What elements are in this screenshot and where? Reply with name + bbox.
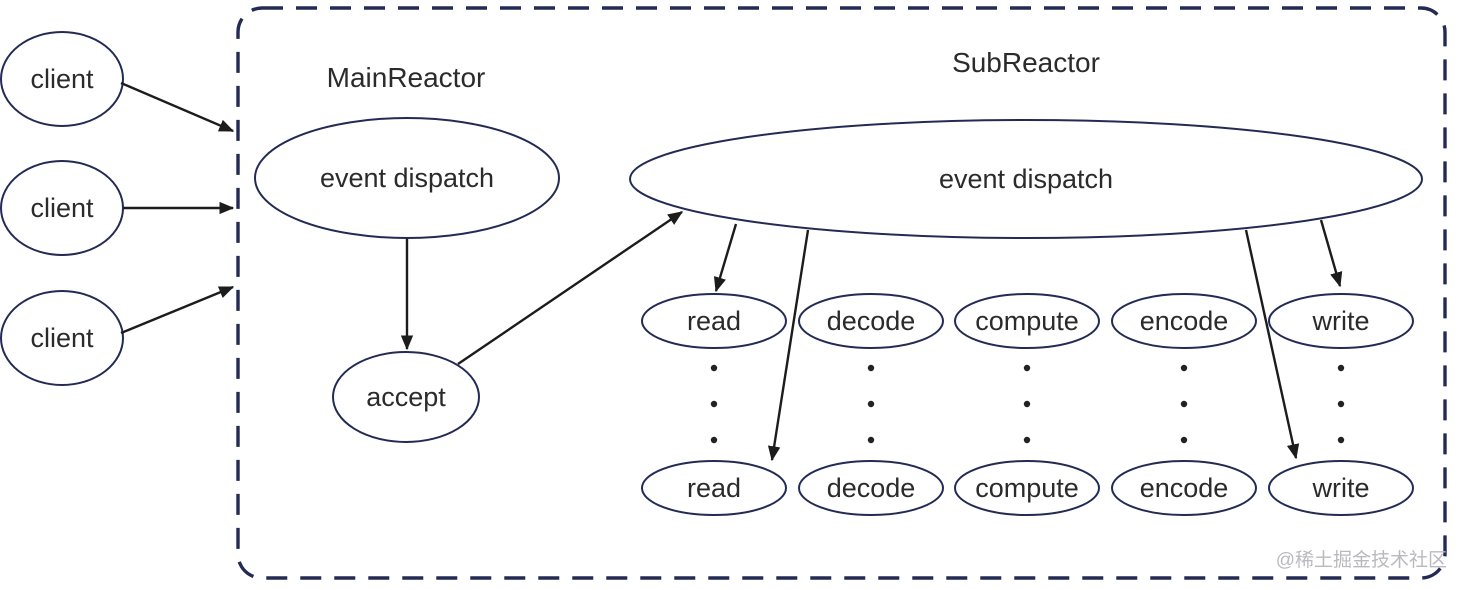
handler-node-decode-top: decode bbox=[798, 293, 944, 349]
watermark: @稀土掘金技术社区 bbox=[1276, 549, 1447, 571]
main-event-dispatch-node: event dispatch bbox=[254, 117, 560, 239]
handler-node-encode-bottom: encode bbox=[1111, 460, 1257, 516]
handler-node-read-top: read bbox=[641, 293, 787, 349]
main-event-dispatch-ellipse bbox=[254, 117, 560, 239]
compute-bottom-ellipse bbox=[954, 460, 1100, 516]
dot bbox=[867, 364, 875, 372]
client-3-ellipse bbox=[0, 290, 124, 386]
sub-event-dispatch-ellipse bbox=[629, 119, 1423, 239]
decode-top-ellipse bbox=[798, 293, 944, 349]
dot bbox=[1023, 400, 1031, 408]
dot bbox=[710, 400, 718, 408]
compute-top-ellipse bbox=[954, 293, 1100, 349]
handler-node-decode-bottom: decode bbox=[798, 460, 944, 516]
read-top-ellipse bbox=[641, 293, 787, 349]
read-bottom-ellipse bbox=[641, 460, 787, 516]
arrow-subdispatch-to-read-top bbox=[713, 223, 738, 293]
handler-row-top: read decode compute encode write bbox=[641, 293, 1414, 349]
read-top-label: read bbox=[687, 306, 741, 336]
write-top-ellipse bbox=[1268, 293, 1414, 349]
handler-row-bottom: read decode compute encode write bbox=[641, 460, 1414, 516]
dot bbox=[867, 400, 875, 408]
write-top-label: write bbox=[1311, 306, 1369, 336]
dot bbox=[1337, 364, 1345, 372]
sub-event-dispatch-node: event dispatch bbox=[629, 119, 1423, 239]
handler-node-encode-top: encode bbox=[1111, 293, 1257, 349]
decode-bottom-label: decode bbox=[827, 473, 916, 503]
arrow-subdispatch-to-write-bottom bbox=[1244, 229, 1300, 460]
handler-node-read-bottom: read bbox=[641, 460, 787, 516]
dot bbox=[710, 436, 718, 444]
handler-node-write-top: write bbox=[1268, 293, 1414, 349]
handler-node-compute-top: compute bbox=[954, 293, 1100, 349]
compute-bottom-label: compute bbox=[975, 473, 1079, 503]
main-reactor-title: MainReactor bbox=[327, 62, 486, 93]
compute-top-label: compute bbox=[975, 306, 1079, 336]
accept-label: accept bbox=[366, 382, 446, 412]
decode-bottom-ellipse bbox=[798, 460, 944, 516]
arrow-client1-to-boundary bbox=[120, 81, 235, 133]
main-event-dispatch-label: event dispatch bbox=[320, 163, 494, 193]
client-1-label: client bbox=[30, 64, 94, 94]
dot bbox=[710, 364, 718, 372]
dot bbox=[1180, 436, 1188, 444]
reactor-boundary-box bbox=[236, 6, 1447, 580]
arrow-accept-to-sub-dispatch bbox=[457, 211, 684, 365]
encode-bottom-ellipse bbox=[1111, 460, 1257, 516]
client-2-label: client bbox=[30, 193, 94, 223]
dot bbox=[867, 436, 875, 444]
arrow-subdispatch-to-read-bottom bbox=[767, 229, 810, 462]
client-3-label: client bbox=[30, 323, 94, 353]
sub-event-dispatch-label: event dispatch bbox=[939, 164, 1113, 194]
arrow-subdispatch-to-write-top bbox=[1319, 219, 1343, 288]
accept-ellipse bbox=[332, 351, 480, 443]
read-bottom-label: read bbox=[687, 473, 741, 503]
arrow-client3-to-boundary bbox=[120, 285, 235, 335]
dot bbox=[1023, 364, 1031, 372]
write-bottom-label: write bbox=[1311, 473, 1369, 503]
handler-node-compute-bottom: compute bbox=[954, 460, 1100, 516]
dot bbox=[1180, 400, 1188, 408]
decode-top-label: decode bbox=[827, 306, 916, 336]
client-node-2: client bbox=[0, 160, 124, 256]
encode-bottom-label: encode bbox=[1140, 473, 1229, 503]
dot bbox=[1023, 436, 1031, 444]
accept-node: accept bbox=[332, 351, 480, 443]
encode-top-label: encode bbox=[1140, 306, 1229, 336]
client-node-3: client bbox=[0, 290, 124, 386]
handler-node-write-bottom: write bbox=[1268, 460, 1414, 516]
dot bbox=[1337, 400, 1345, 408]
dot bbox=[1180, 364, 1188, 372]
sub-reactor-title: SubReactor bbox=[952, 47, 1100, 78]
ellipsis-dots bbox=[710, 364, 1345, 444]
client-node-1: client bbox=[0, 31, 124, 127]
client-1-ellipse bbox=[0, 31, 124, 127]
dot bbox=[1337, 436, 1345, 444]
encode-top-ellipse bbox=[1111, 293, 1257, 349]
write-bottom-ellipse bbox=[1268, 460, 1414, 516]
